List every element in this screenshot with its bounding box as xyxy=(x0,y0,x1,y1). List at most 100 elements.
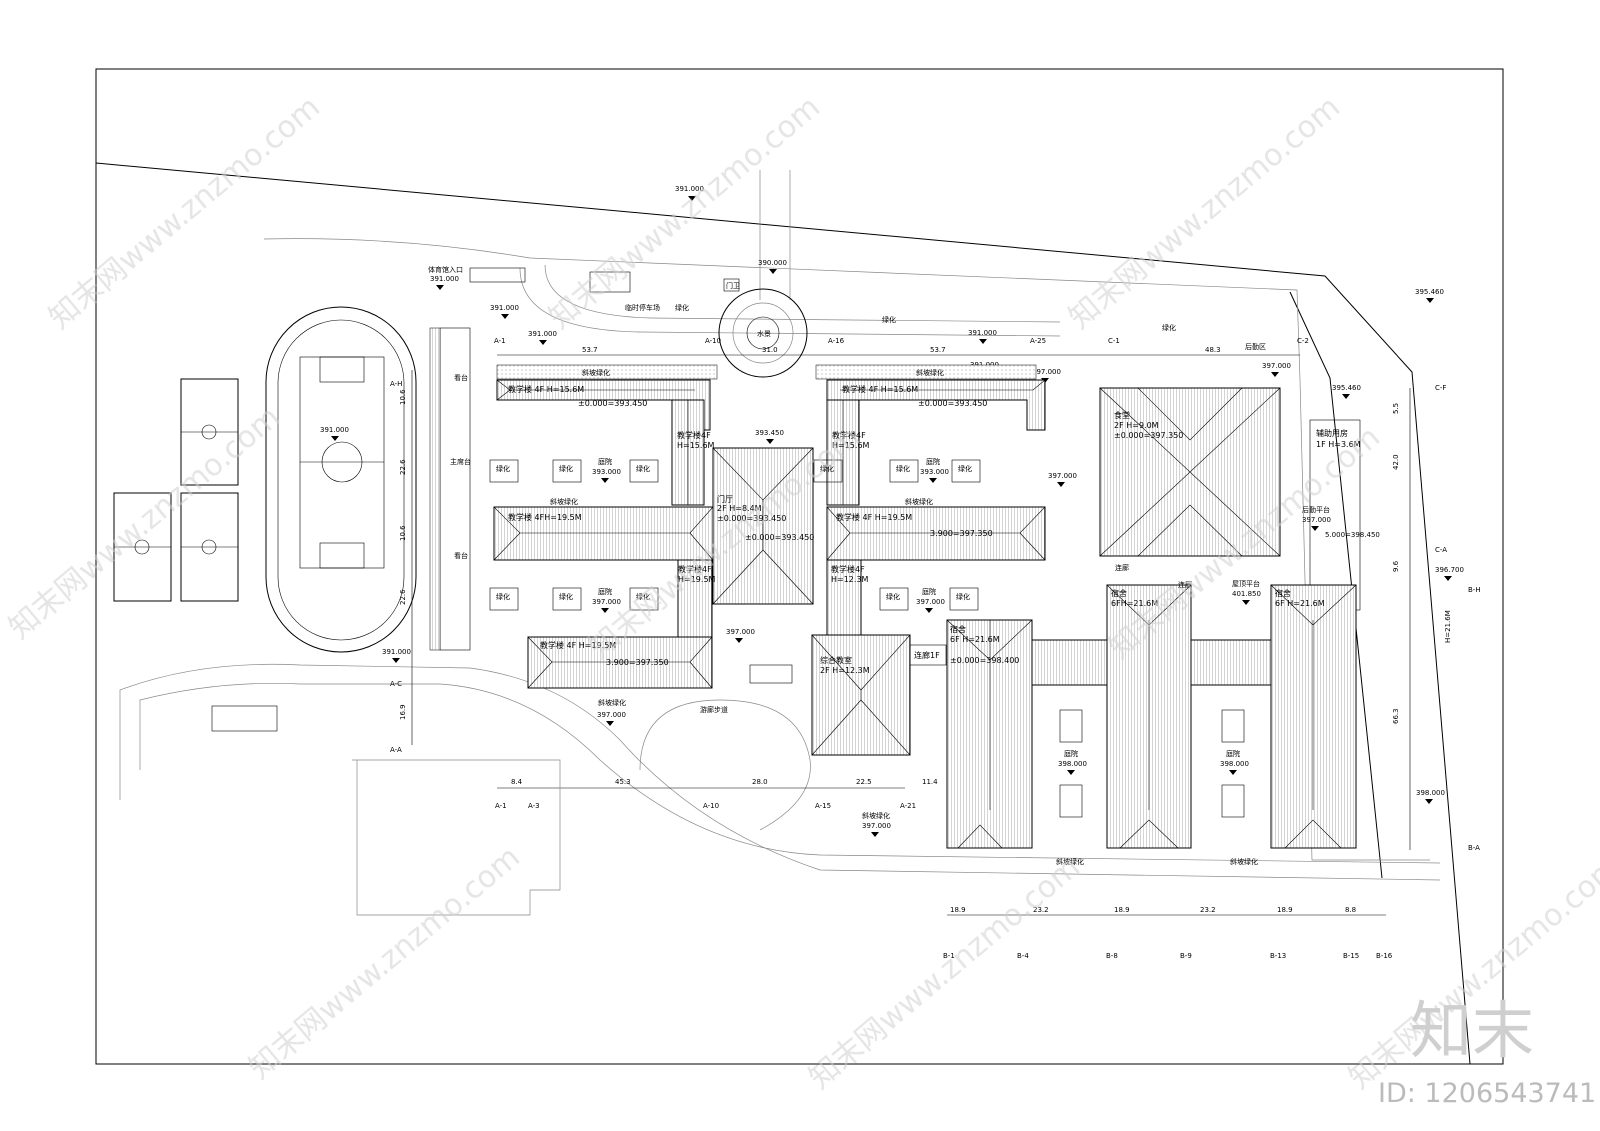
svg-text:绿化: 绿化 xyxy=(896,464,910,473)
dormitory-b: 宿舍 6FH=21.6M xyxy=(1106,584,1272,849)
svg-text:门卫: 门卫 xyxy=(726,281,740,290)
svg-text:397.000: 397.000 xyxy=(1048,472,1077,480)
canteen: 食堂 2F H=9.0M ±0.000=397.350 xyxy=(1099,387,1281,557)
svg-text:综合教室: 综合教室 xyxy=(820,655,852,665)
svg-text:B-4: B-4 xyxy=(1017,952,1029,960)
svg-text:395.460: 395.460 xyxy=(1332,384,1361,392)
svg-text:A-3: A-3 xyxy=(528,802,540,810)
svg-text:H=15.6M: H=15.6M xyxy=(677,441,715,450)
svg-text:6F H=21.6M: 6F H=21.6M xyxy=(950,635,1000,644)
svg-text:±0.000=398.400: ±0.000=398.400 xyxy=(950,656,1019,665)
svg-text:教学楼 4F H=15.6M: 教学楼 4F H=15.6M xyxy=(508,384,584,394)
svg-text:391.000: 391.000 xyxy=(968,329,997,337)
image-id-watermark: ID: 1206543741 xyxy=(1378,1078,1596,1109)
site-boundary xyxy=(95,162,1471,1065)
teaching-building-sw: 教学楼 4F H=19.5M 3.900=397.350 xyxy=(527,636,713,689)
roof-platform-label: 屋顶平台 xyxy=(1232,579,1260,588)
svg-text:397.000: 397.000 xyxy=(1032,368,1061,376)
basketball-courts xyxy=(113,378,239,602)
svg-text:庭院: 庭院 xyxy=(922,587,936,596)
svg-text:3.900=397.350: 3.900=397.350 xyxy=(930,529,993,538)
svg-text:±0.000=393.450: ±0.000=393.450 xyxy=(918,399,987,408)
svg-text:连廊: 连廊 xyxy=(1115,563,1129,572)
svg-text:396.700: 396.700 xyxy=(1435,566,1464,574)
svg-text:±0.000=393.450: ±0.000=393.450 xyxy=(578,399,647,408)
gate-house xyxy=(723,278,740,292)
svg-text:教学楼 4F H=19.5M: 教学楼 4F H=19.5M xyxy=(836,512,912,522)
svg-text:401.850: 401.850 xyxy=(1232,590,1261,598)
svg-text:C-F: C-F xyxy=(1435,384,1446,392)
teaching-right-low: 教学楼4F H=12.3M xyxy=(826,559,869,636)
right-elevation: 395.460 xyxy=(1415,288,1444,296)
svg-text:391.000: 391.000 xyxy=(430,275,459,283)
svg-text:知末网www.znzmo.com: 知末网www.znzmo.com xyxy=(543,90,827,336)
svg-text:±0.000=397.350: ±0.000=397.350 xyxy=(1114,431,1183,440)
svg-text:A-16: A-16 xyxy=(828,337,845,345)
svg-text:5.000=398.450: 5.000=398.450 xyxy=(1325,531,1380,539)
svg-text:11.4: 11.4 xyxy=(922,778,938,786)
svg-text:绿化: 绿化 xyxy=(636,592,650,601)
svg-text:教学楼4F: 教学楼4F xyxy=(677,430,711,440)
svg-text:397.000: 397.000 xyxy=(862,822,891,830)
svg-text:B-1: B-1 xyxy=(943,952,955,960)
courtyards-north: 绿化 绿化 绿化 庭院 393.000 绿化 绿化 绿化 庭院 393.000 xyxy=(489,457,981,483)
svg-text:C-A: C-A xyxy=(1435,546,1447,554)
svg-text:绿化: 绿化 xyxy=(958,464,972,473)
svg-text:398.000: 398.000 xyxy=(1058,760,1087,768)
svg-text:斜坡绿化: 斜坡绿化 xyxy=(1056,857,1084,866)
svg-text:斜坡绿化: 斜坡绿化 xyxy=(905,497,933,506)
top-elevation: 391.000 xyxy=(675,185,704,193)
svg-text:53.7: 53.7 xyxy=(582,346,598,354)
svg-text:绿化: 绿化 xyxy=(886,592,900,601)
svg-text:食堂: 食堂 xyxy=(1114,410,1130,420)
svg-text:C-1: C-1 xyxy=(1108,337,1120,345)
brand-watermark: 知末 xyxy=(1410,994,1534,1067)
svg-text:H=19.5M: H=19.5M xyxy=(678,575,716,584)
svg-text:连廊: 连廊 xyxy=(1178,580,1192,589)
svg-text:53.7: 53.7 xyxy=(930,346,946,354)
svg-text:397.000: 397.000 xyxy=(592,598,621,606)
svg-text:391.000: 391.000 xyxy=(320,426,349,434)
svg-text:知末网www.znzmo.com: 知末网www.znzmo.com xyxy=(1063,90,1347,336)
svg-text:391.000: 391.000 xyxy=(490,304,519,312)
svg-text:绿化: 绿化 xyxy=(675,303,689,312)
multipurpose-classroom: 综合教室 2F H=12.3M xyxy=(811,634,911,756)
svg-text:门厅: 门厅 xyxy=(717,494,733,504)
svg-text:A-21: A-21 xyxy=(900,802,916,810)
svg-text:B-A: B-A xyxy=(1468,844,1480,852)
svg-text:庭院: 庭院 xyxy=(598,457,612,466)
svg-text:397.000: 397.000 xyxy=(726,628,755,636)
svg-text:393.000: 393.000 xyxy=(920,468,949,476)
svg-text:9.6: 9.6 xyxy=(1392,560,1400,572)
svg-text:48.3: 48.3 xyxy=(1205,346,1221,354)
svg-text:游廊步道: 游廊步道 xyxy=(700,705,728,714)
svg-text:B-13: B-13 xyxy=(1270,952,1286,960)
corridor-label: 连廊1F xyxy=(914,650,940,660)
svg-text:10.6: 10.6 xyxy=(399,525,407,541)
road-outline xyxy=(263,238,1430,861)
teaching-building-mid-east: 教学楼 4F H=19.5M 3.900=397.350 xyxy=(826,506,1046,561)
svg-text:31.0: 31.0 xyxy=(762,346,778,354)
svg-text:A-25: A-25 xyxy=(1030,337,1046,345)
running-track: 391.000 xyxy=(265,306,417,653)
svg-text:H=12.3M: H=12.3M xyxy=(831,575,869,584)
svg-text:斜坡绿化: 斜坡绿化 xyxy=(1230,857,1258,866)
svg-text:A-10: A-10 xyxy=(705,337,721,345)
svg-text:5.5: 5.5 xyxy=(1392,403,1400,414)
svg-text:391.000: 391.000 xyxy=(382,648,411,656)
svg-text:18.9: 18.9 xyxy=(1277,906,1293,914)
svg-text:绿化: 绿化 xyxy=(496,592,510,601)
svg-text:A-H: A-H xyxy=(390,380,402,388)
svg-text:斜坡绿化: 斜坡绿化 xyxy=(862,811,890,820)
svg-text:397.000: 397.000 xyxy=(1302,516,1331,524)
svg-text:±0.000=393.450: ±0.000=393.450 xyxy=(717,514,786,523)
svg-text:B-9: B-9 xyxy=(1180,952,1192,960)
svg-text:398.000: 398.000 xyxy=(1416,789,1445,797)
svg-text:宿舍: 宿舍 xyxy=(950,624,966,634)
svg-text:宿舍: 宿舍 xyxy=(1275,588,1291,598)
svg-text:绿化: 绿化 xyxy=(636,464,650,473)
svg-text:±0.000=393.450: ±0.000=393.450 xyxy=(745,533,814,542)
svg-text:后勤区: 后勤区 xyxy=(1245,342,1266,351)
svg-text:知末网www.znzmo.com: 知末网www.znzmo.com xyxy=(43,90,327,336)
svg-text:397.000: 397.000 xyxy=(916,598,945,606)
